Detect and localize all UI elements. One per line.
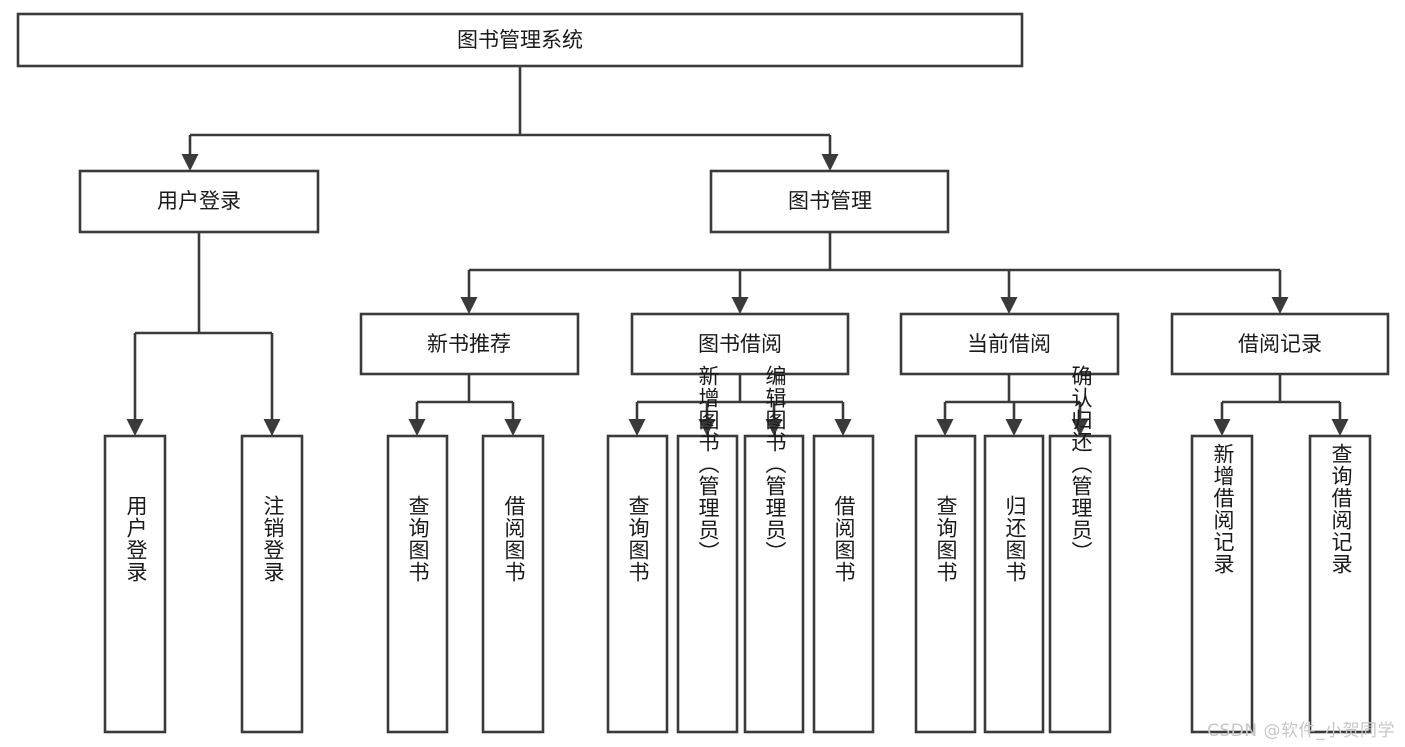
- leaf-borrow-add-book-admin[interactable]: 新增图书（管理员）: [676, 365, 739, 734]
- leaf-record-add-record[interactable]: 新增借阅记录: [1190, 434, 1254, 734]
- node-new-book-recommend[interactable]: 新书推荐: [359, 312, 580, 376]
- leaf-newbook-query-book[interactable]: 查询图书: [386, 434, 449, 734]
- arrowhead-current: [1000, 297, 1018, 314]
- leaf-borrow-query-book[interactable]: 查询图书: [606, 434, 669, 734]
- leaf-current-return-book-label: 归还图书: [1003, 495, 1027, 583]
- node-current-borrow[interactable]: 当前借阅: [899, 312, 1120, 376]
- leaf-newbook-query-book-box: [386, 434, 449, 734]
- leaf-user-login-label: 用户登录: [124, 495, 148, 583]
- arrowhead-login-child1: [126, 419, 144, 436]
- arrowhead-current-l2: [1005, 419, 1023, 436]
- leaf-borrow-add-book-admin-box: [676, 434, 739, 734]
- leaf-current-query-book-label: 查询图书: [934, 495, 958, 583]
- leaf-newbook-borrow-book-box: [481, 434, 545, 734]
- leaf-record-add-record-label: 新增借阅记录: [1211, 443, 1235, 575]
- leaf-borrow-edit-book-admin[interactable]: 编辑图书（管理员）: [743, 365, 805, 734]
- leaf-current-return-book-box: [983, 434, 1045, 734]
- leaf-current-query-book[interactable]: 查询图书: [914, 434, 977, 734]
- node-book-management-box: [709, 169, 950, 234]
- arrowhead-newbook-l2: [504, 419, 522, 436]
- leaf-borrow-edit-book-admin-box: [743, 434, 805, 734]
- node-borrow-record-label: 借阅记录: [1238, 332, 1322, 356]
- node-user-login-label: 用户登录: [157, 189, 241, 213]
- node-current-borrow-label: 当前借阅: [967, 332, 1051, 356]
- arrowhead-current-l1: [936, 419, 954, 436]
- node-book-borrow-box: [630, 312, 850, 376]
- arrowhead-borrow-l1: [628, 419, 646, 436]
- node-book-borrow-label: 图书借阅: [698, 332, 782, 356]
- node-book-borrow[interactable]: 图书借阅: [630, 312, 850, 376]
- leaf-record-query-record[interactable]: 查询借阅记录: [1308, 434, 1372, 734]
- node-book-management-label: 图书管理: [788, 189, 872, 213]
- connector-group: [126, 66, 1349, 436]
- arrowhead-record-l2: [1331, 419, 1349, 436]
- arrowhead-newbook-l1: [408, 419, 426, 436]
- leaf-borrow-borrow-book-box: [812, 434, 875, 734]
- node-book-management[interactable]: 图书管理: [709, 169, 950, 234]
- arrowhead-newbook: [460, 297, 478, 314]
- arrowhead-borrow-l4: [834, 419, 852, 436]
- node-root[interactable]: 图书管理系统: [16, 12, 1024, 68]
- leaf-current-confirm-return-admin-label: 确认归还（管理员）: [1069, 365, 1093, 563]
- node-user-login[interactable]: 用户登录: [78, 169, 320, 234]
- leaf-logout-box: [240, 434, 304, 734]
- arrowhead-bookmgmt: [821, 154, 839, 171]
- node-user-login-box: [78, 169, 320, 234]
- arrowhead-login-child2: [263, 419, 281, 436]
- leaf-record-query-record-box: [1308, 434, 1372, 734]
- node-borrow-record[interactable]: 借阅记录: [1170, 312, 1390, 376]
- leaf-newbook-borrow-book-label: 借阅图书: [502, 495, 526, 583]
- leaf-record-query-record-label: 查询借阅记录: [1329, 443, 1353, 575]
- leaf-current-query-book-box: [914, 434, 977, 734]
- leaf-current-return-book[interactable]: 归还图书: [983, 434, 1045, 734]
- leaf-current-confirm-return-admin-box: [1048, 434, 1112, 734]
- leaf-borrow-query-book-box: [606, 434, 669, 734]
- node-current-borrow-box: [899, 312, 1120, 376]
- leaf-newbook-query-book-label: 查询图书: [406, 495, 430, 583]
- node-root-label: 图书管理系统: [457, 28, 583, 52]
- arrowhead-record-l1: [1213, 419, 1231, 436]
- leaf-logout[interactable]: 注销登录: [240, 434, 304, 734]
- leaf-user-login[interactable]: 用户登录: [103, 434, 167, 734]
- leaf-borrow-query-book-label: 查询图书: [626, 495, 650, 583]
- leaf-borrow-edit-book-admin-label: 编辑图书（管理员）: [763, 365, 787, 563]
- leaf-borrow-add-book-admin-label: 新增图书（管理员）: [696, 365, 720, 563]
- leaf-borrow-borrow-book-label: 借阅图书: [832, 495, 856, 583]
- node-borrow-record-box: [1170, 312, 1390, 376]
- node-new-book-recommend-box: [359, 312, 580, 376]
- arrowhead-record: [1271, 297, 1289, 314]
- leaf-borrow-borrow-book[interactable]: 借阅图书: [812, 434, 875, 734]
- node-root-box: [16, 12, 1024, 68]
- leaf-logout-label: 注销登录: [261, 495, 285, 583]
- leaf-current-confirm-return-admin[interactable]: 确认归还（管理员）: [1048, 365, 1112, 734]
- leaf-record-add-record-box: [1190, 434, 1254, 734]
- csdn-watermark: CSDN @软件_小贺同学: [1207, 721, 1395, 741]
- arrowhead-borrow: [731, 297, 749, 314]
- node-new-book-recommend-label: 新书推荐: [427, 332, 511, 356]
- leaf-newbook-borrow-book[interactable]: 借阅图书: [481, 434, 545, 734]
- arrowhead-login: [181, 154, 199, 171]
- leaf-user-login-box: [103, 434, 167, 734]
